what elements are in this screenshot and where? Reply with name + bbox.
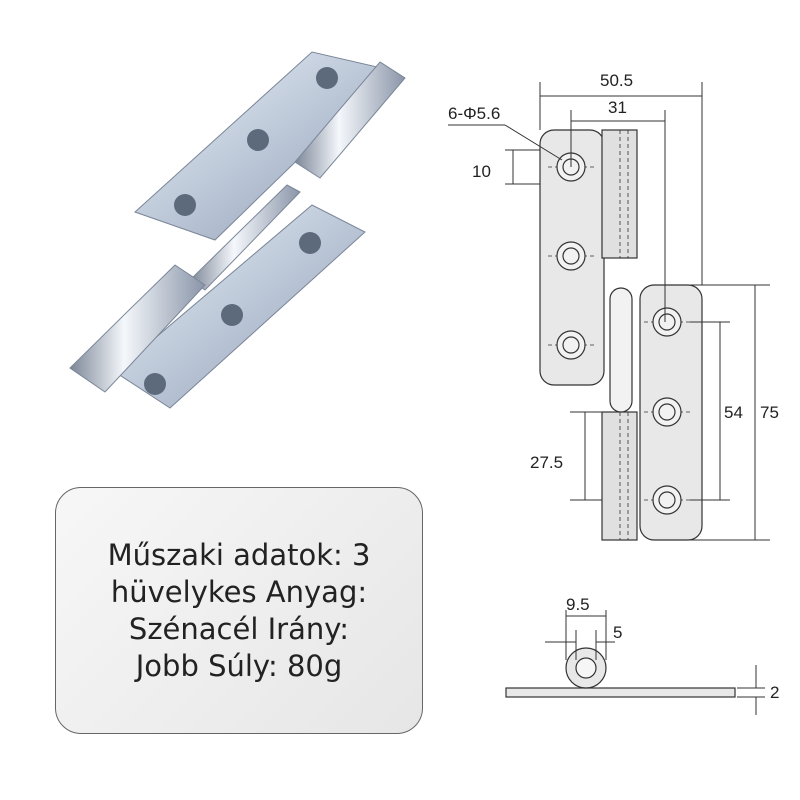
- spec-line: Szénacél Irány:: [128, 611, 350, 646]
- dim-holes: 6-Φ5.6: [448, 104, 500, 123]
- pin: [189, 184, 301, 291]
- upper-knuckle: [294, 61, 406, 179]
- dim-hole-span: 54: [724, 403, 743, 422]
- lower-leaf: [114, 204, 366, 409]
- spec-line: Jobb Súly: 80g: [135, 648, 343, 683]
- dim-knuckle-offset: 31: [608, 98, 627, 117]
- spec-line: Műszaki adatok: 3: [107, 537, 371, 572]
- spec-box: Műszaki adatok: 3 hüvelykes Anyag: Széna…: [55, 487, 423, 734]
- dim-height: 75: [760, 403, 779, 422]
- dim-knuckle-diameter: 9.5: [566, 595, 590, 614]
- lower-knuckle: [69, 264, 206, 393]
- dim-knuckle-length: 27.5: [530, 453, 563, 472]
- hinge-photo: [69, 51, 406, 409]
- spec-line: hüvelykes Anyag:: [110, 574, 368, 609]
- dim-hole-edge: 10: [472, 162, 491, 181]
- dim-thickness: 2: [770, 683, 779, 702]
- dim-overall-width: 50.5: [600, 71, 633, 90]
- technical-drawing: [448, 82, 770, 715]
- dim-pin-diameter: 5: [613, 623, 622, 642]
